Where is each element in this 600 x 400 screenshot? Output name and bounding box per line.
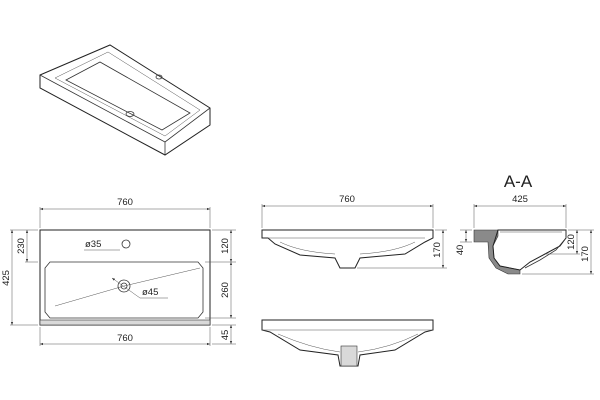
section-title: A-A [504, 172, 533, 191]
right-top-label: 120 [220, 238, 231, 254]
front-width-label: 760 [339, 194, 355, 205]
drain-hole-label: ø45 [142, 287, 158, 298]
section-rim-label: 40 [455, 245, 466, 256]
section-bowl-label: 120 [566, 234, 577, 250]
depth-label: 425 [1, 270, 12, 286]
front-height-label: 170 [432, 242, 443, 258]
top-width-label: 760 [117, 197, 133, 208]
section-height-label: 170 [580, 246, 591, 262]
right-mid-label: 260 [220, 282, 231, 298]
depth-upper-label: 230 [16, 238, 27, 254]
section-depth-label: 425 [512, 194, 528, 205]
top-view: ø35 ø45 760 760 425 230 120 260 45 [1, 197, 236, 346]
tap-hole-label: ø35 [85, 239, 101, 250]
isometric-view [39, 44, 211, 156]
section-view: A-A 425 40 120 170 [455, 172, 594, 275]
bottom-width-label: 760 [117, 333, 133, 344]
right-bottom-label: 45 [220, 330, 231, 341]
front-view: 760 170 [261, 194, 447, 269]
bottom-view [261, 319, 434, 367]
